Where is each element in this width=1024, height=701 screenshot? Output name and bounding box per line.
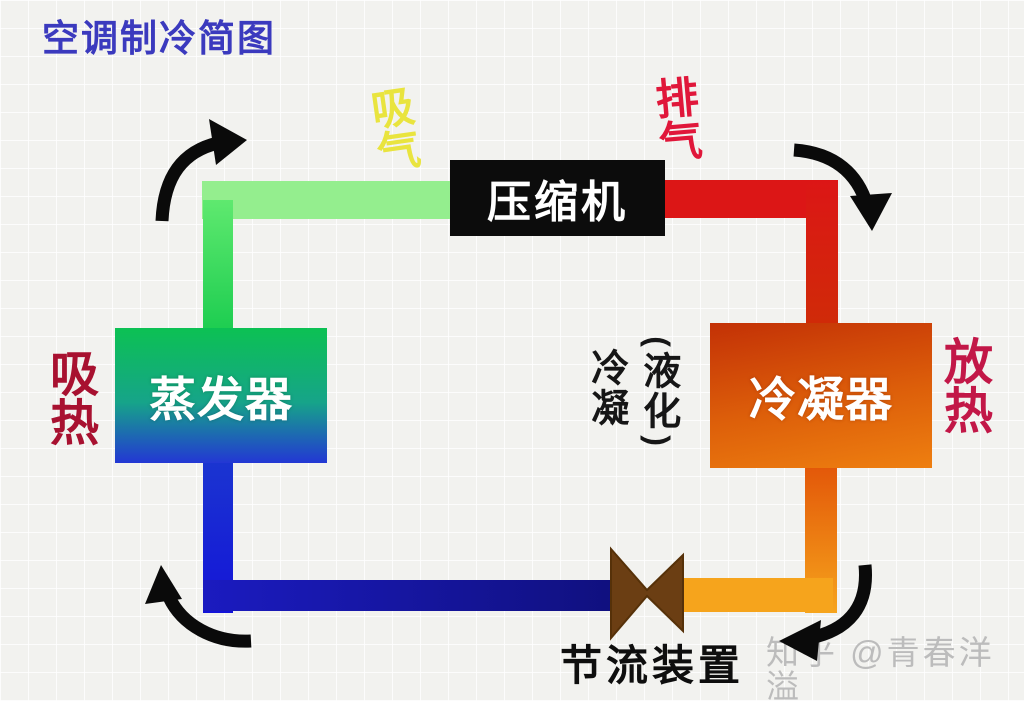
open-paren: ( bbox=[639, 336, 676, 347]
liquefy-label-group: ( 液化 ) bbox=[636, 332, 679, 450]
release-heat-label: 放热 bbox=[936, 336, 991, 434]
compressor-box: 压缩机 bbox=[450, 160, 665, 236]
pipe-highpressure-liquid bbox=[676, 578, 833, 612]
discharge-label: 排气 bbox=[647, 73, 703, 164]
compressor-label: 压缩机 bbox=[487, 178, 628, 227]
pipe-suction-vertical bbox=[203, 200, 233, 340]
condenser-box: 冷凝器 bbox=[710, 323, 932, 468]
pipe-discharge-vertical bbox=[806, 180, 838, 335]
close-paren: ) bbox=[639, 435, 676, 447]
evaporator-label: 蒸发器 bbox=[149, 373, 293, 426]
suction-label: 吸气 bbox=[362, 82, 422, 175]
absorb-heat-label: 吸热 bbox=[42, 348, 97, 446]
throttle-device-label: 节流装置 bbox=[560, 642, 745, 689]
throttle-valve-icon bbox=[610, 546, 684, 641]
pipe-suction-horizontal bbox=[202, 181, 457, 219]
watermark: 知乎 @青春洋溢 bbox=[766, 634, 995, 701]
pipe-lowpressure-liquid bbox=[203, 580, 618, 611]
condenser-label: 冷凝器 bbox=[749, 373, 893, 426]
evaporator-box: 蒸发器 bbox=[115, 328, 327, 463]
page-title: 空调制冷简图 bbox=[42, 18, 276, 59]
liquefy-label: 液化 bbox=[636, 351, 679, 432]
condense-label: 冷凝 bbox=[584, 348, 627, 428]
